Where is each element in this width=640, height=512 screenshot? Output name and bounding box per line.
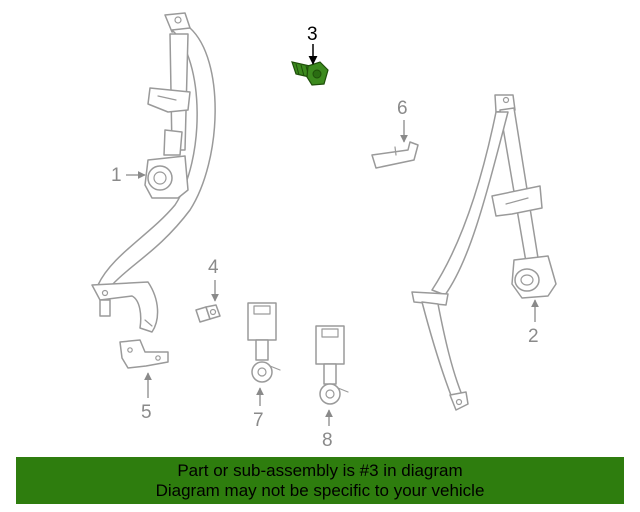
bolt-part-3-highlighted[interactable] <box>291 61 329 86</box>
callout-5: 5 <box>141 402 152 423</box>
seat-belt-assembly-left[interactable] <box>91 12 216 333</box>
banner-line-1: Part or sub-assembly is #3 in diagram <box>177 460 463 480</box>
buckle-part-8[interactable] <box>315 325 349 405</box>
belt-cover-part-6[interactable] <box>371 141 419 169</box>
bracket-part-5[interactable] <box>119 339 169 369</box>
callout-7: 7 <box>253 410 264 431</box>
parts-diagram: 1 3 6 2 4 <box>91 12 557 451</box>
callout-2: 2 <box>528 326 539 347</box>
callout-1: 1 <box>111 165 122 186</box>
callout-4: 4 <box>208 257 219 278</box>
part-info-banner: Part or sub-assembly is #3 in diagram Di… <box>16 457 624 504</box>
callout-8: 8 <box>322 430 333 451</box>
callout-3: 3 <box>307 24 318 45</box>
buckle-part-7[interactable] <box>247 302 281 383</box>
banner-line-2: Diagram may not be specific to your vehi… <box>155 480 485 500</box>
seat-belt-assembly-right[interactable] <box>411 94 557 411</box>
callout-6: 6 <box>397 98 408 119</box>
bolt-part-4[interactable] <box>195 304 221 323</box>
